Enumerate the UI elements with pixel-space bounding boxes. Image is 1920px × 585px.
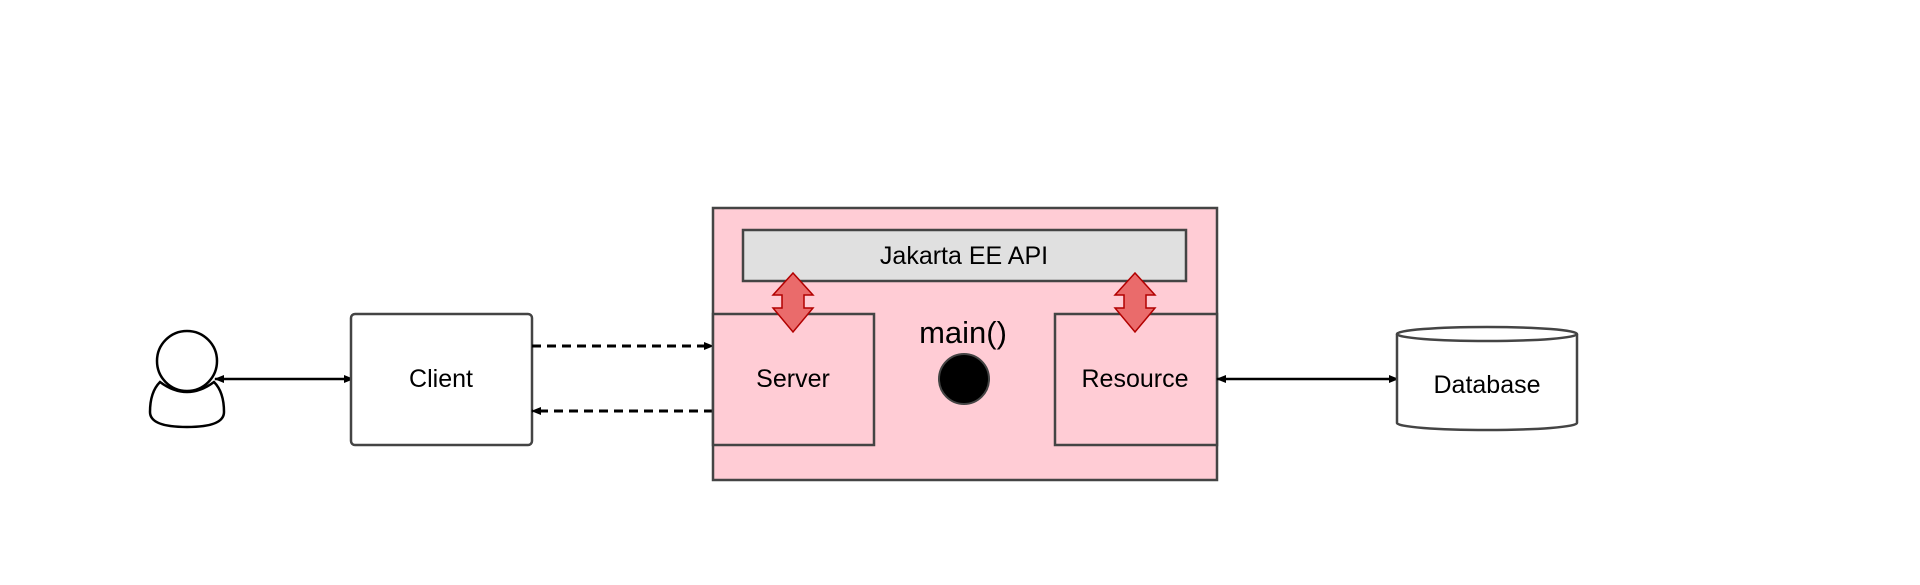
database-node: Database bbox=[1395, 325, 1579, 432]
resource-label: Resource bbox=[1082, 365, 1189, 393]
api-server-double-arrow bbox=[771, 271, 815, 334]
jakarta-ee-api-node: Jakarta EE API bbox=[741, 228, 1188, 283]
server-label: Server bbox=[756, 365, 830, 393]
client-label: Client bbox=[409, 365, 473, 393]
api-resource-double-arrow bbox=[1113, 271, 1157, 334]
database-label: Database bbox=[1433, 371, 1540, 399]
resource-node: Resource bbox=[1053, 312, 1219, 447]
main-label: main() bbox=[919, 315, 1007, 350]
jakarta-ee-api-label: Jakarta EE API bbox=[880, 242, 1048, 270]
main-entry-point-dot bbox=[938, 353, 990, 405]
user-icon bbox=[148, 329, 226, 429]
server-node: Server bbox=[711, 312, 876, 447]
client-node: Client bbox=[349, 312, 534, 447]
